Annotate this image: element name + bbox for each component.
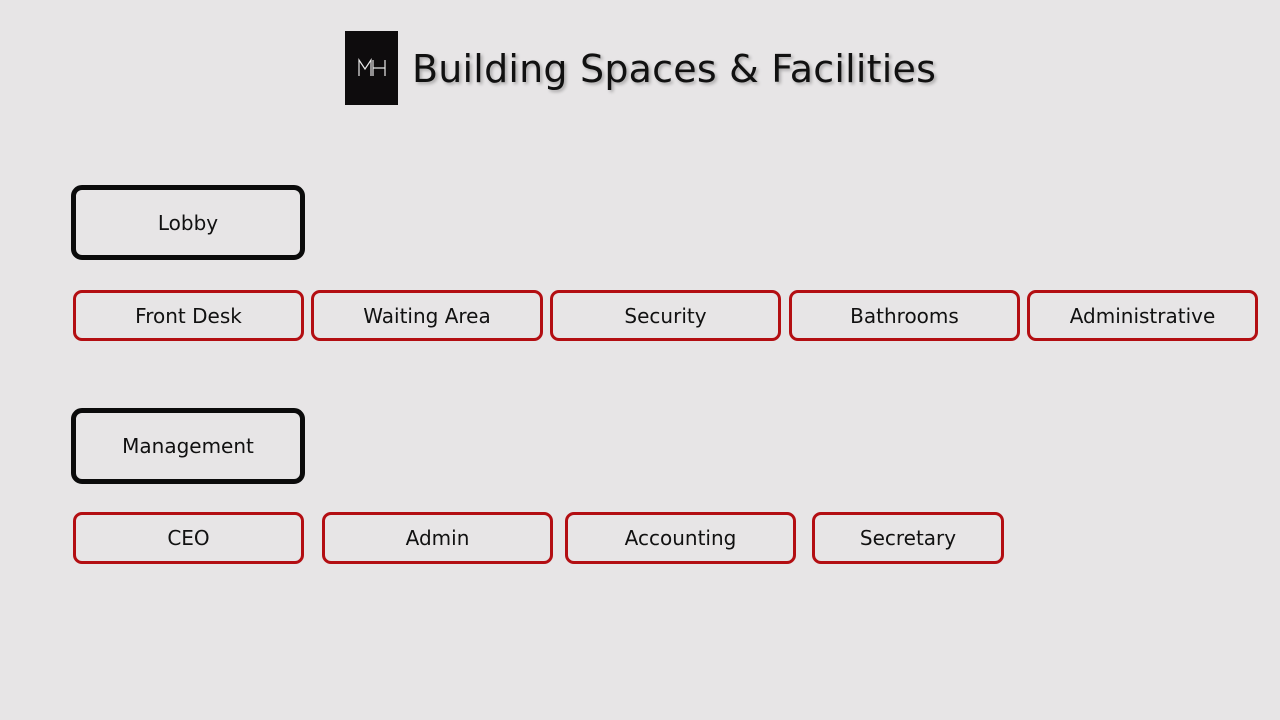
facility-administrative: Administrative [1027,290,1258,341]
facility-security: Security [550,290,781,341]
category-lobby: Lobby [71,185,305,260]
facility-waiting-area: Waiting Area [311,290,543,341]
role-admin: Admin [322,512,553,564]
facility-front-desk: Front Desk [73,290,304,341]
role-secretary: Secretary [812,512,1004,564]
role-ceo: CEO [73,512,304,564]
category-management: Management [71,408,305,484]
page-title: Building Spaces & Facilities [412,47,937,91]
facility-bathrooms: Bathrooms [789,290,1020,341]
role-accounting: Accounting [565,512,796,564]
mh-logo [345,31,398,105]
mh-logo-mark [357,58,386,76]
